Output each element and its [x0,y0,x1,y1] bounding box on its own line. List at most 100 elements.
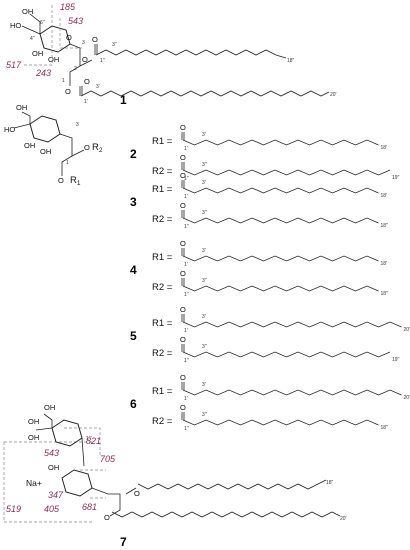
acyl-chain [182,139,379,146]
carbonyl-double-bond [181,314,185,322]
oxygen-label: O [134,489,140,498]
chain-end-label: 19'' [392,175,400,181]
fragment-ion-label: 543 [68,16,83,26]
hydroxyl-label: OH [40,147,51,156]
compound-number: 5 [130,329,137,343]
locant-1p: 1' [184,328,188,334]
chain-end-label: 18'' [381,425,389,431]
carbonyl-double-bond [181,278,185,286]
locant-3p: 3' [202,180,206,186]
sodium-ion-label: Na+ [26,478,42,488]
chain-end-label: 20' [404,327,410,333]
carbonyl-double-bond [181,382,185,390]
carbonyl-double-bond [181,210,185,218]
generic-scaffold: OH HO OH OH O R2 O R1 3 1 [4,103,103,187]
locant-3pp: 3'' [112,42,117,48]
r1-label: R1 = [152,184,173,195]
locant-1pp: 1'' [184,224,189,230]
locant-3p: 3' [202,314,206,320]
carbonyl-oxygen-label: O [180,269,186,278]
hydroxyl-label: OH [28,417,39,426]
fragment-ion-label: 185 [60,2,76,12]
fragment-ion-label: 405 [44,504,60,514]
chain-end-label: 18'' [381,223,389,229]
compound-number: 4 [130,263,137,277]
acyl-chain [182,255,379,262]
oxygen-label: O [82,55,88,64]
locant-1p: 1' [184,262,188,268]
r1-label: R1 = [152,252,173,263]
locant-2: 2 [74,66,77,72]
carbonyl-oxygen-label: O [180,335,186,344]
locant-4pp: 4'' [30,36,35,42]
hydroxyl-label: OH [48,55,59,64]
carbonyl-oxygen-label: O [180,373,186,382]
carbonyl-oxygen-label: O [180,239,186,248]
hydroxyl-label: OH [48,463,59,472]
locant-1: 1 [66,160,69,166]
locant-3pp: 3'' [202,344,207,350]
fragment-ion-label: 519 [6,504,21,514]
compound-number: 6 [130,397,137,411]
acyl-chain [182,169,391,176]
compound-7: OH OH OH 1''' OH Na+ O O 18" 20' 821 705… [3,403,347,549]
locant-1pp: 1'' [100,58,105,64]
r2-label: R2 = [152,166,173,177]
hydroxyl-label: OH [44,403,55,412]
chain-end-label: 20' [330,92,337,98]
fragment-ion-label: 347 [48,490,64,500]
fragment-ion-label: 821 [86,436,101,446]
acyl-chain [182,321,402,328]
locant-1pp: 1'' [184,292,189,298]
compound-number: 2 [130,147,137,161]
locant-3p: 3' [202,382,206,388]
locant-3pp: 3'' [202,162,207,168]
locant-6pp: 6'' [40,20,45,26]
r2-label: R2 = [152,348,173,359]
chain-end-label: 18" [326,480,334,486]
locant-1: 1 [62,78,65,84]
fragment-ion-label: 543 [44,448,59,458]
carbonyl-double-bond [181,132,185,140]
chain-end-label: 18' [381,261,388,267]
compound-1: OH HO OH OH O 6'' 4'' 3 2 1 O O O 1'' 3'… [6,2,337,107]
chain-end-label: 18" [287,58,295,64]
locant-3p: 3' [202,132,206,138]
carbonyl-oxygen-label: O [180,305,186,314]
locant-3: 3 [82,40,85,46]
locant-3p: 3' [202,248,206,254]
carbonyl-double-bond [181,248,185,256]
locant-3pp: 3'' [202,412,207,418]
chain-end-label: 18' [381,145,388,151]
r1-label: R1 = [152,386,173,397]
compound-number: 7 [120,535,127,549]
locant-3pp: 3'' [202,278,207,284]
ring-oxygen-label: O [66,33,72,42]
fragment-ion-label: 243 [35,68,51,78]
hydroxyl-label: OH [28,433,39,442]
fragment-ion-label: 681 [82,502,97,512]
carbonyl-oxygen-label: O [180,153,186,162]
locant-3p: 3' [96,84,100,90]
chain-end-label: 18' [381,193,388,199]
compound-number: 3 [130,195,137,209]
carbonyl-oxygen-label: O [180,123,186,132]
locant-1p: 1' [184,146,188,152]
ho-label: HO [4,125,15,134]
carbonyl-oxygen-label: O [180,171,186,180]
chain-end-label: 19'' [392,357,400,363]
chain-end-label: 18'' [381,291,389,297]
hydroxyl-label: OH [22,7,33,16]
acyl-chain [182,187,379,194]
r1-label: R1 [70,175,81,187]
carbonyl-double-bond [181,162,185,170]
oxygen-label: O [104,513,110,522]
locant-3: 3 [76,122,79,128]
hydroxyl-label: OH [16,103,27,112]
locant-1p: 1' [184,194,188,200]
r2-label: R2 [92,142,103,154]
acyl-chain [182,285,379,292]
carbonyl-double-bond [181,180,185,188]
r2-label: R2 = [152,214,173,225]
